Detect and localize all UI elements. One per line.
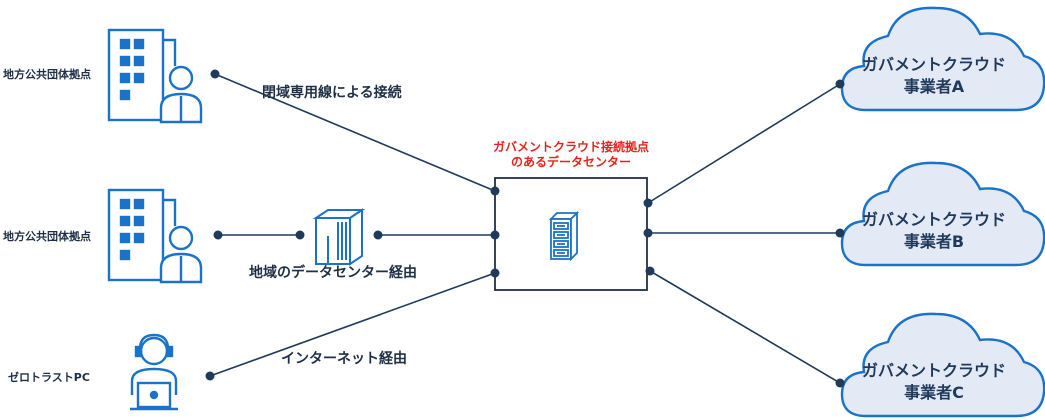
dot-cloud-a (835, 79, 845, 89)
dot-site1 (210, 69, 220, 79)
connection-label-1: 閉域専用線による接続 (262, 84, 402, 101)
cloud-c: ガバメントクラウド 事業者C (840, 312, 1045, 418)
connection-dots (205, 69, 845, 388)
hub-label-line1: ガバメントクラウド接続拠点 (493, 139, 649, 154)
site-label-1: 地方公共団体拠点 (3, 67, 91, 81)
connection-label-2: 地域のデータセンター経由 (249, 264, 417, 281)
dot-cloud-b (835, 228, 845, 238)
cloud-b-line1: ガバメントクラウド (862, 210, 1006, 229)
dot-hub-out-3 (645, 266, 655, 276)
dot-datacenter-left (295, 230, 305, 240)
connection-label-3: インターネット経由 (281, 350, 407, 367)
dot-datacenter-right (373, 230, 383, 240)
cloud-c-line1: ガバメントクラウド (862, 361, 1006, 380)
dot-pc (205, 371, 215, 381)
dot-cloud-c (835, 378, 845, 388)
dot-hub-in-3 (490, 268, 500, 278)
dot-hub-out-2 (643, 228, 653, 238)
cloud-a-line2: 事業者A (904, 77, 965, 96)
line-hub-cloud-a (647, 83, 841, 204)
line-site1-hub (214, 73, 496, 192)
dot-hub-out-1 (643, 198, 653, 208)
cloud-icon (840, 312, 1045, 418)
laptop-user-icon (130, 333, 178, 411)
hub-label-line2: のあるデータセンター (511, 154, 631, 169)
site-label-3: ゼロトラストPC (8, 370, 90, 384)
dot-hub-in-2 (490, 230, 500, 240)
site-label-2: 地方公共団体拠点 (3, 229, 91, 243)
cloud-b-line2: 事業者B (904, 232, 964, 251)
dot-hub-in-1 (490, 186, 500, 196)
line-hub-cloud-c (649, 270, 841, 384)
line-pc-hub (209, 272, 496, 377)
office-building-person-icon (107, 28, 203, 124)
office-building-person-icon (107, 188, 203, 284)
cloud-a-line1: ガバメントクラウド (862, 55, 1006, 74)
server-rack-icon (548, 210, 580, 262)
datacenter-building-icon (312, 208, 366, 266)
cloud-icon (840, 161, 1045, 267)
cloud-b: ガバメントクラウド 事業者B (840, 161, 1045, 267)
connection-lines (209, 73, 841, 384)
cloud-c-line2: 事業者C (904, 383, 964, 402)
dot-site2 (213, 230, 223, 240)
cloud-icon (840, 6, 1045, 112)
cloud-a: ガバメントクラウド 事業者A (840, 6, 1045, 112)
